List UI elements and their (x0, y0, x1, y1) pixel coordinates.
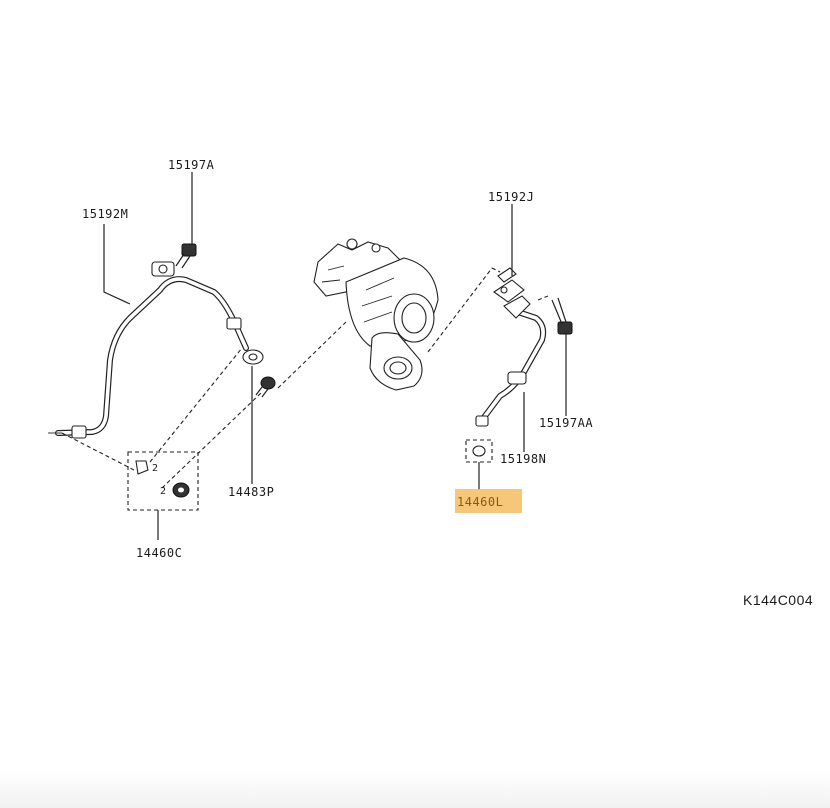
qty-mark-upper: 2 (152, 463, 159, 474)
bolt-14483p-part[interactable] (255, 376, 276, 398)
qty-mark-lower: 2 (160, 486, 167, 497)
oil-tube-left[interactable] (48, 261, 264, 439)
diagram-code: K144C004 (743, 592, 814, 608)
bolt-15197aa-part[interactable] (551, 297, 573, 335)
label-15192m: 15192M (82, 207, 129, 221)
label-15197a: 15197A (168, 158, 215, 172)
label-15197aa: 15197AA (539, 416, 594, 430)
bottom-shade (0, 770, 830, 808)
label-15198n: 15198N (500, 452, 547, 466)
label-14483p: 14483P (228, 485, 275, 499)
highlight-14460l[interactable] (455, 489, 522, 513)
bolt-15197a-part[interactable] (175, 243, 197, 269)
label-14460c: 14460C (136, 546, 183, 560)
turbocharger (313, 238, 439, 391)
oil-tube-right[interactable] (475, 295, 547, 427)
gasket-box-left[interactable] (127, 451, 199, 511)
label-15192j: 15192J (488, 190, 535, 204)
gasket-box-right[interactable] (465, 439, 493, 463)
label-14460l[interactable]: 14460L (457, 495, 504, 509)
